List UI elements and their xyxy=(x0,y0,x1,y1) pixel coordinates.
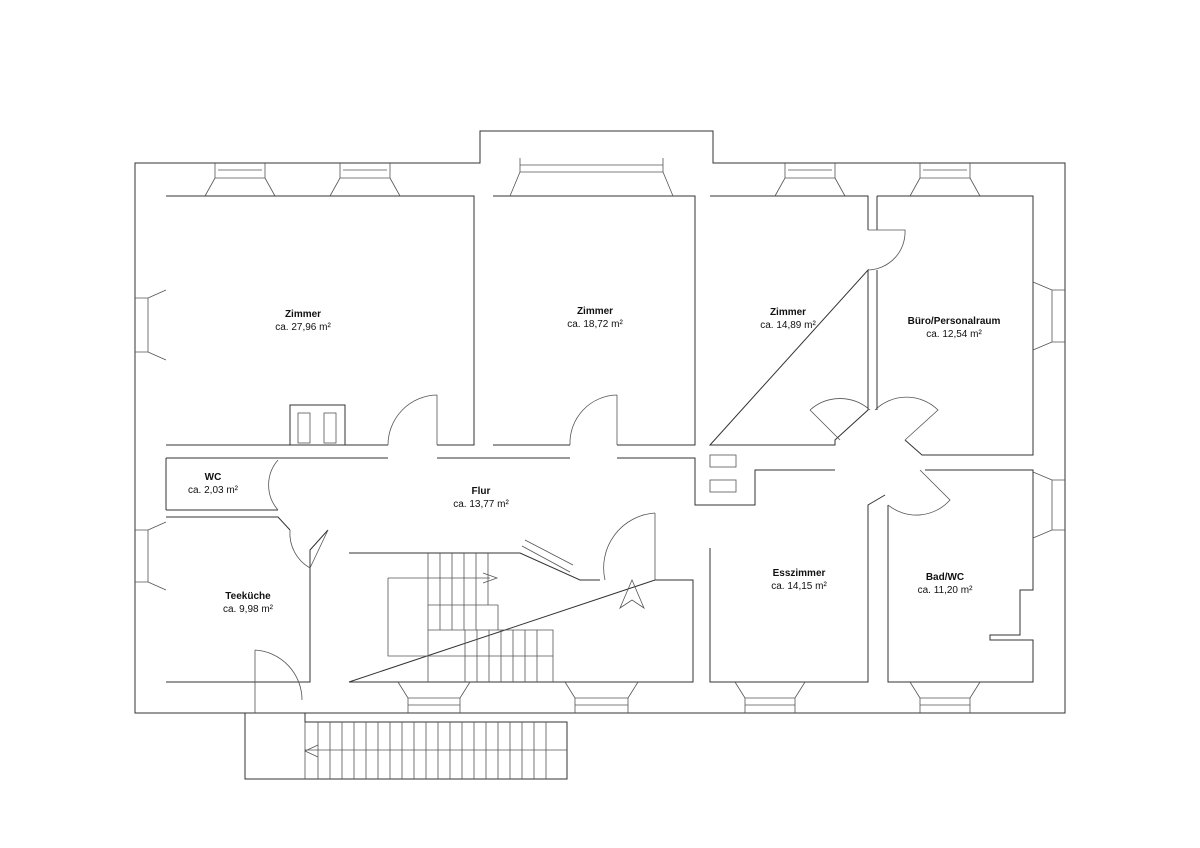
door-arc xyxy=(874,396,939,441)
door-arc xyxy=(809,398,871,441)
room-area: ca. 9,98 m² xyxy=(223,604,274,615)
door-arc xyxy=(387,394,438,446)
windows xyxy=(135,158,1065,713)
door-arc xyxy=(887,469,951,516)
door-arc xyxy=(569,394,618,446)
north-arrow-icon xyxy=(619,578,645,610)
interior-stairs xyxy=(387,553,645,682)
outer-walls xyxy=(134,130,1066,714)
exterior-stairs xyxy=(244,713,568,780)
room-outlines xyxy=(165,195,1034,683)
room-name: Zimmer xyxy=(577,306,613,317)
room-name: WC xyxy=(205,472,222,483)
room-name: Teeküche xyxy=(225,591,271,602)
room-zimmer-2 xyxy=(493,195,696,446)
room-area: ca. 18,72 m² xyxy=(567,319,623,330)
room-name: Bad/WC xyxy=(926,572,964,583)
room-name: Esszimmer xyxy=(773,568,826,579)
door-arc xyxy=(867,229,906,271)
room-area: ca. 14,89 m² xyxy=(760,320,816,331)
room-name: Zimmer xyxy=(770,307,806,318)
room-name: Zimmer xyxy=(285,309,321,320)
door-arc xyxy=(289,529,329,569)
room-wc xyxy=(165,457,278,511)
room-buero xyxy=(876,195,1034,456)
room-name: Büro/Personalraum xyxy=(908,316,1001,327)
door-arc xyxy=(268,459,279,511)
room-area: ca. 11,20 m² xyxy=(918,585,974,596)
room-bad xyxy=(887,469,1034,683)
room-staircase xyxy=(348,552,694,683)
door-arc xyxy=(254,649,303,713)
room-area: ca. 14,15 m² xyxy=(771,581,827,592)
room-area: ca. 13,77 m² xyxy=(453,499,509,510)
room-area: ca. 27,96 m² xyxy=(275,322,331,333)
room-zimmer-1 xyxy=(166,195,475,446)
room-teekueche xyxy=(166,516,329,683)
room-area: ca. 12,54 m² xyxy=(926,329,982,340)
room-labels: Zimmer ca. 27,96 m² Zimmer ca. 18,72 m² … xyxy=(188,306,1001,615)
doors xyxy=(254,229,951,713)
door-arc xyxy=(603,512,656,581)
room-name: Flur xyxy=(472,486,491,497)
room-esszimmer xyxy=(617,457,886,683)
room-zimmer-3 xyxy=(708,195,869,446)
room-area: ca. 2,03 m² xyxy=(188,485,239,496)
